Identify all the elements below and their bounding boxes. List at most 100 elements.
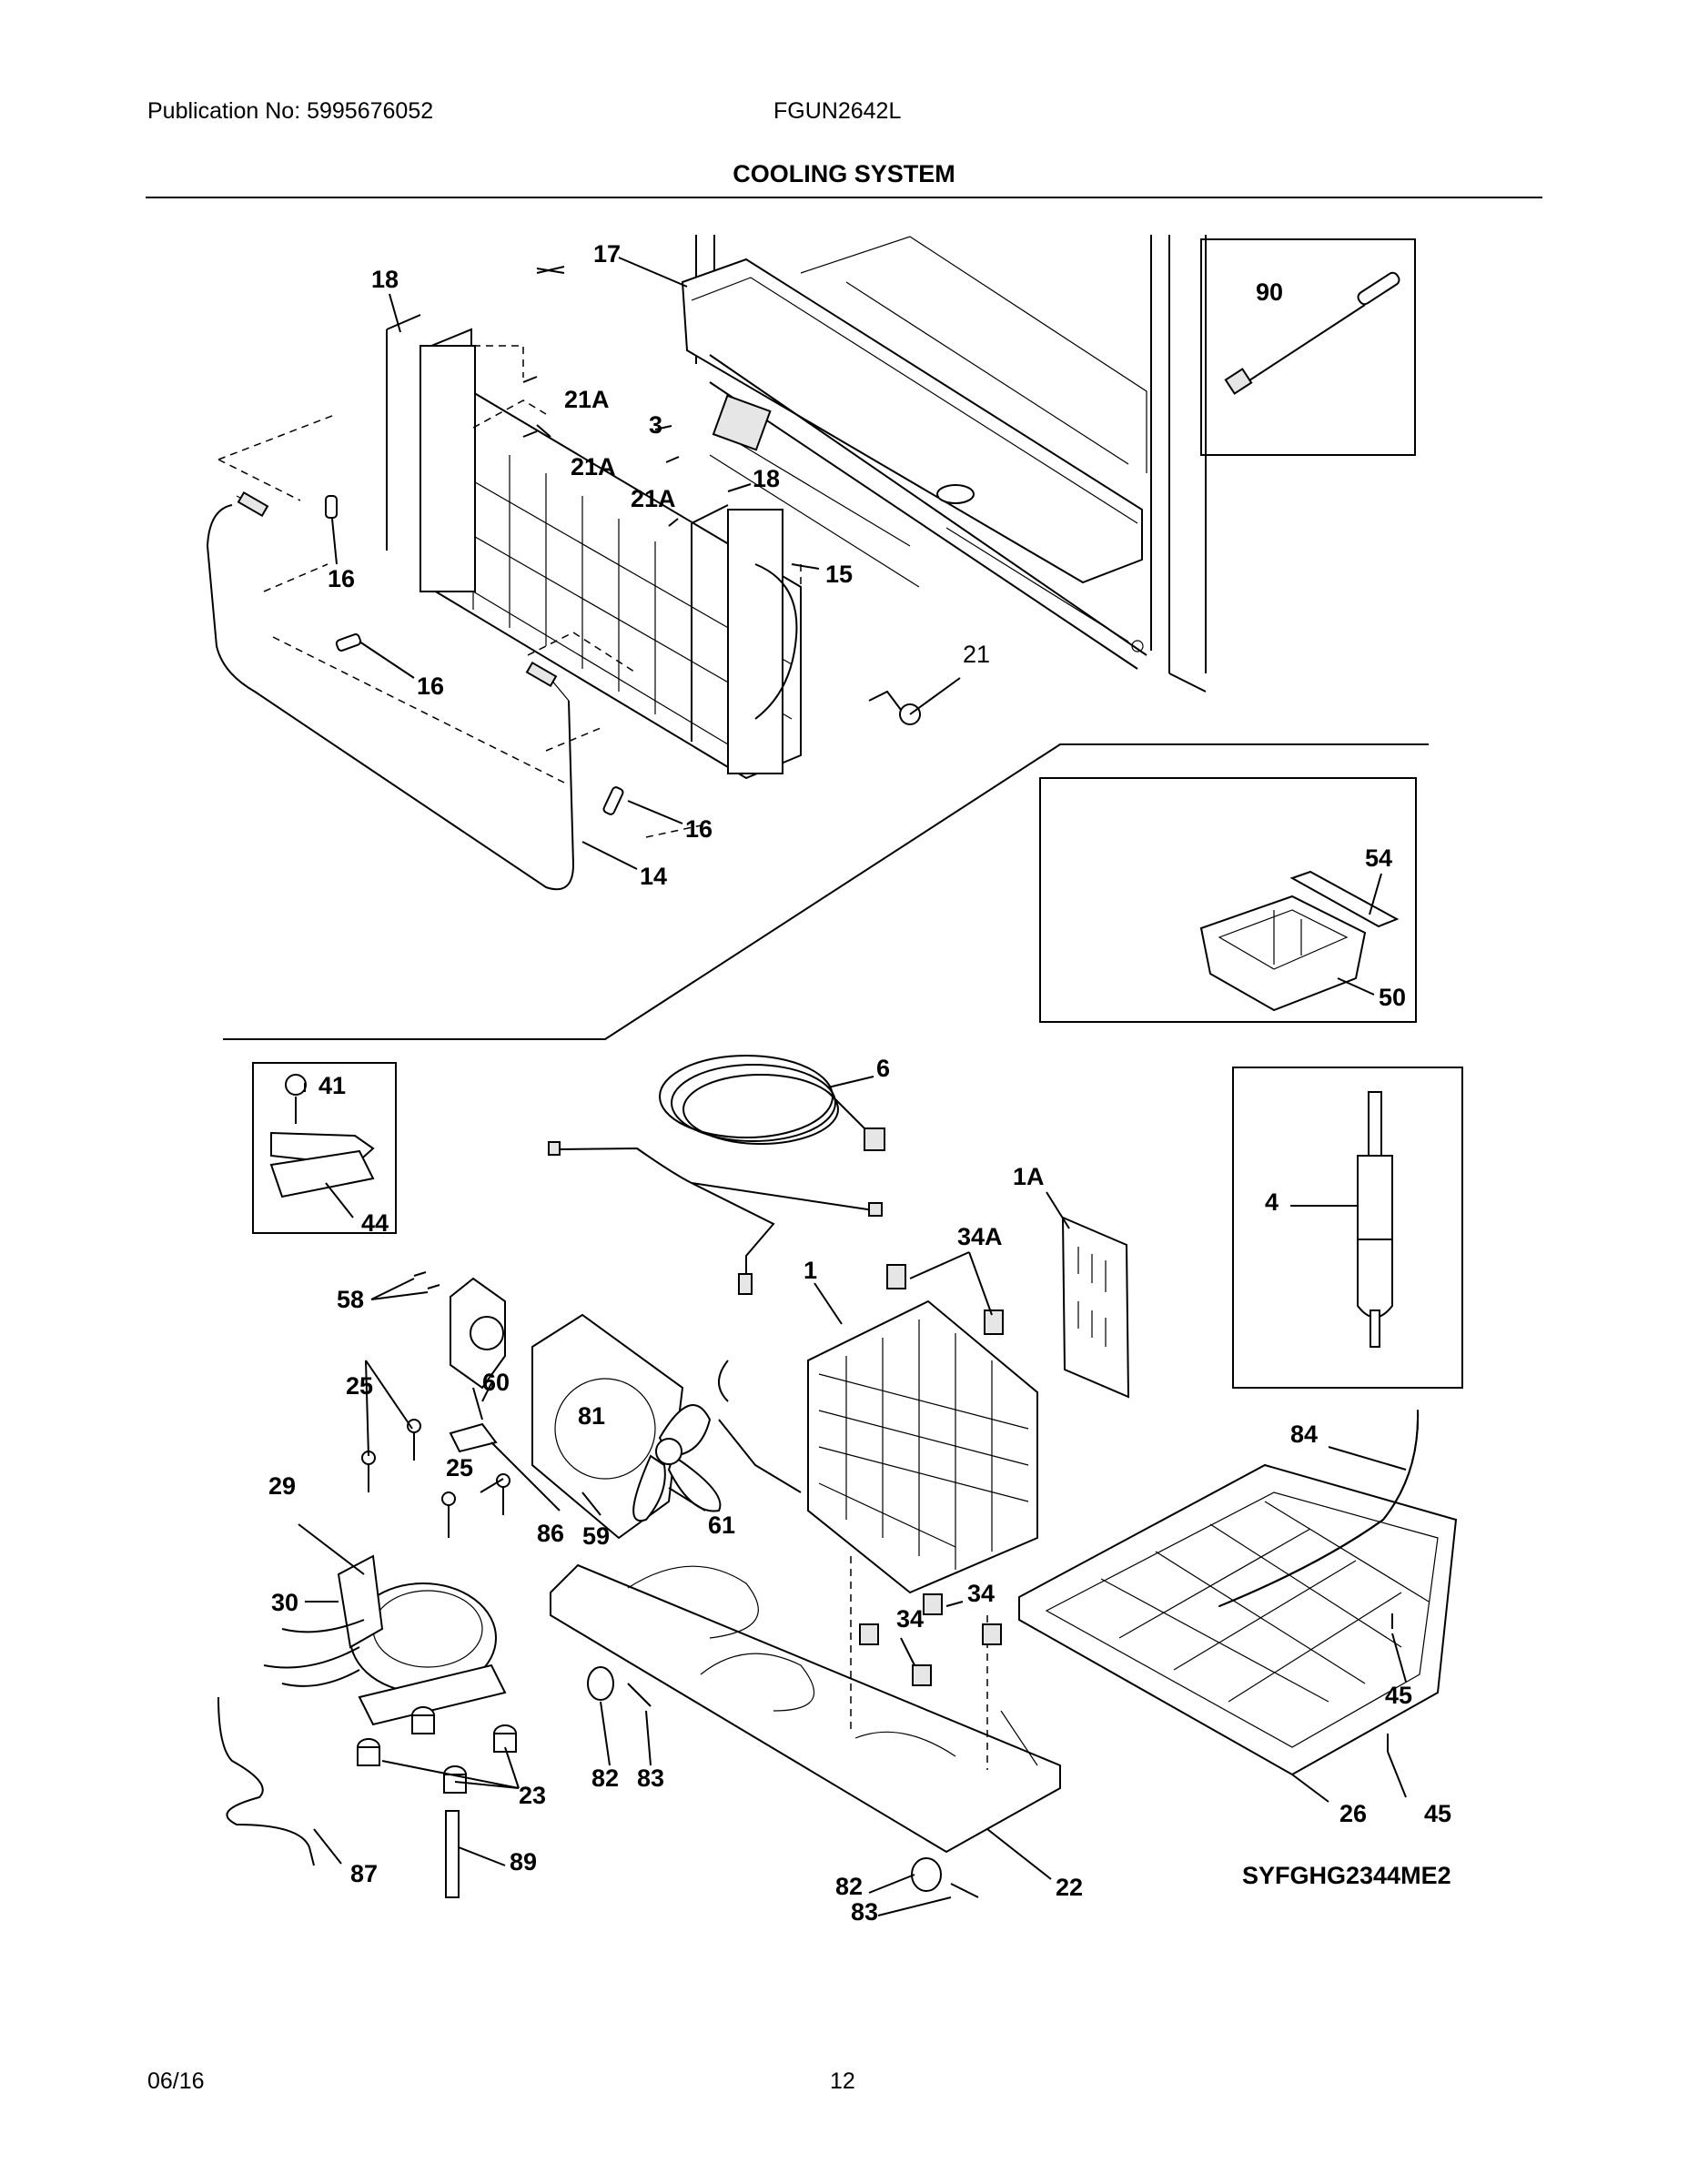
callout-21a-1: 21A <box>564 386 610 413</box>
callout-89: 89 <box>510 1848 537 1876</box>
compressor-29 <box>349 1582 507 1726</box>
screws-21a <box>522 376 680 527</box>
callout-41: 41 <box>318 1072 346 1099</box>
bracket-44 <box>269 1131 375 1198</box>
callout-61: 61 <box>708 1512 735 1539</box>
callout-26: 26 <box>1339 1800 1367 1827</box>
power-cord-6 <box>548 1055 885 1295</box>
clip-16c <box>602 786 624 815</box>
section-title: COOLING SYSTEM <box>733 160 955 187</box>
thermostat-21 <box>868 690 921 725</box>
callout-25-b: 25 <box>446 1454 473 1481</box>
fan-bracket-60 <box>450 1277 506 1421</box>
callout-labels: 18 17 90 21A 3 21A 18 21A 16 15 21 16 16… <box>268 240 1451 1926</box>
diagram-code: SYFGHG2344ME2 <box>1242 1862 1451 1889</box>
grommets-23 <box>357 1706 517 1794</box>
callout-6: 6 <box>876 1055 890 1082</box>
callout-50: 50 <box>1379 984 1406 1011</box>
callout-21a-3: 21A <box>631 485 676 512</box>
fan-blade-61 <box>632 1404 722 1522</box>
callout-82-a: 82 <box>591 1764 619 1792</box>
drain-hose-84-inner <box>1218 1410 1420 1607</box>
callout-1a: 1A <box>1013 1163 1045 1190</box>
header-rule <box>146 197 1542 198</box>
callout-16-c: 16 <box>685 815 713 843</box>
callout-58: 58 <box>337 1286 364 1313</box>
callout-3: 3 <box>649 411 662 439</box>
inset-box-44 <box>252 1062 397 1234</box>
clip-34a-1 <box>886 1264 906 1289</box>
callout-23: 23 <box>519 1782 546 1809</box>
callout-45-a: 45 <box>1385 1682 1412 1709</box>
callout-4: 4 <box>1265 1188 1279 1216</box>
control-box-50 <box>1199 895 1367 1012</box>
section-divider <box>223 743 1429 1040</box>
callout-59: 59 <box>582 1522 610 1550</box>
callout-54: 54 <box>1365 844 1392 872</box>
model-number: FGUN2642L <box>773 98 902 124</box>
callout-22: 22 <box>1056 1874 1083 1901</box>
inset-box-90 <box>1200 238 1416 456</box>
callout-34a: 34A <box>957 1223 1003 1250</box>
inset-box-4 <box>1232 1067 1463 1389</box>
clip-34-1 <box>923 1593 943 1615</box>
clip-86 <box>449 1422 498 1453</box>
clip-34-3 <box>859 1623 879 1645</box>
callout-29: 29 <box>268 1472 296 1500</box>
mounting-plate-1a <box>1061 1216 1130 1399</box>
callout-83-a: 83 <box>637 1764 664 1792</box>
screws-45 <box>1387 1613 1393 1752</box>
leader-lines <box>298 257 1407 1916</box>
clip-34a-2 <box>984 1309 1004 1335</box>
sensor-90 <box>1224 271 1400 395</box>
drain-pan-26 <box>1018 1463 1458 1776</box>
clip-16a <box>325 495 338 519</box>
overload-relay-30 <box>263 1554 384 1687</box>
callout-81: 81 <box>578 1402 605 1430</box>
callout-44: 44 <box>361 1209 389 1237</box>
callout-21a-2: 21A <box>571 453 616 480</box>
callout-21: 21 <box>963 641 990 668</box>
callout-45-b: 45 <box>1424 1800 1451 1827</box>
callout-60: 60 <box>482 1369 510 1396</box>
callout-17: 17 <box>593 240 621 268</box>
callout-15: 15 <box>825 561 853 588</box>
screw-83-b <box>950 1883 979 1898</box>
callout-1: 1 <box>804 1257 817 1284</box>
callout-16-b: 16 <box>417 672 444 700</box>
clip-16b <box>335 633 362 652</box>
base-plate-22 <box>550 1556 1061 1854</box>
heater-bar-18-left <box>386 314 421 551</box>
defrost-heater-14 <box>206 504 575 891</box>
heater-bar-18-right <box>691 504 729 742</box>
callout-83-b: 83 <box>851 1898 878 1926</box>
dryer-4 <box>1357 1091 1393 1348</box>
callout-25-a: 25 <box>346 1372 373 1400</box>
publication-number: Publication No: 5995676052 <box>147 98 434 124</box>
callout-14: 14 <box>640 863 667 890</box>
footer-date: 06/16 <box>147 2068 205 2094</box>
callout-34-a: 34 <box>967 1580 995 1607</box>
fan-shroud-59 <box>531 1313 684 1540</box>
callout-87: 87 <box>350 1860 378 1887</box>
callout-16-a: 16 <box>328 565 355 592</box>
callout-86: 86 <box>537 1520 564 1547</box>
condenser-1 <box>718 1299 1038 1594</box>
callout-90: 90 <box>1256 278 1283 306</box>
evaporator-15 <box>419 328 802 780</box>
screws-58 <box>413 1271 440 1289</box>
foot-82-b <box>911 1857 942 1892</box>
screw-41 <box>285 1074 307 1124</box>
callout-18-lower: 18 <box>753 465 780 492</box>
foot-82-a <box>587 1666 614 1701</box>
clip-34-4 <box>912 1664 932 1686</box>
callout-30: 30 <box>271 1589 298 1616</box>
callout-18-upper: 18 <box>371 266 399 293</box>
tube-87 <box>217 1696 315 1866</box>
inset-box-50 <box>1039 777 1417 1023</box>
screw-83-a <box>627 1683 652 1707</box>
callout-84: 84 <box>1290 1421 1318 1448</box>
callout-34-b: 34 <box>896 1605 924 1633</box>
callout-82-b: 82 <box>835 1873 863 1900</box>
